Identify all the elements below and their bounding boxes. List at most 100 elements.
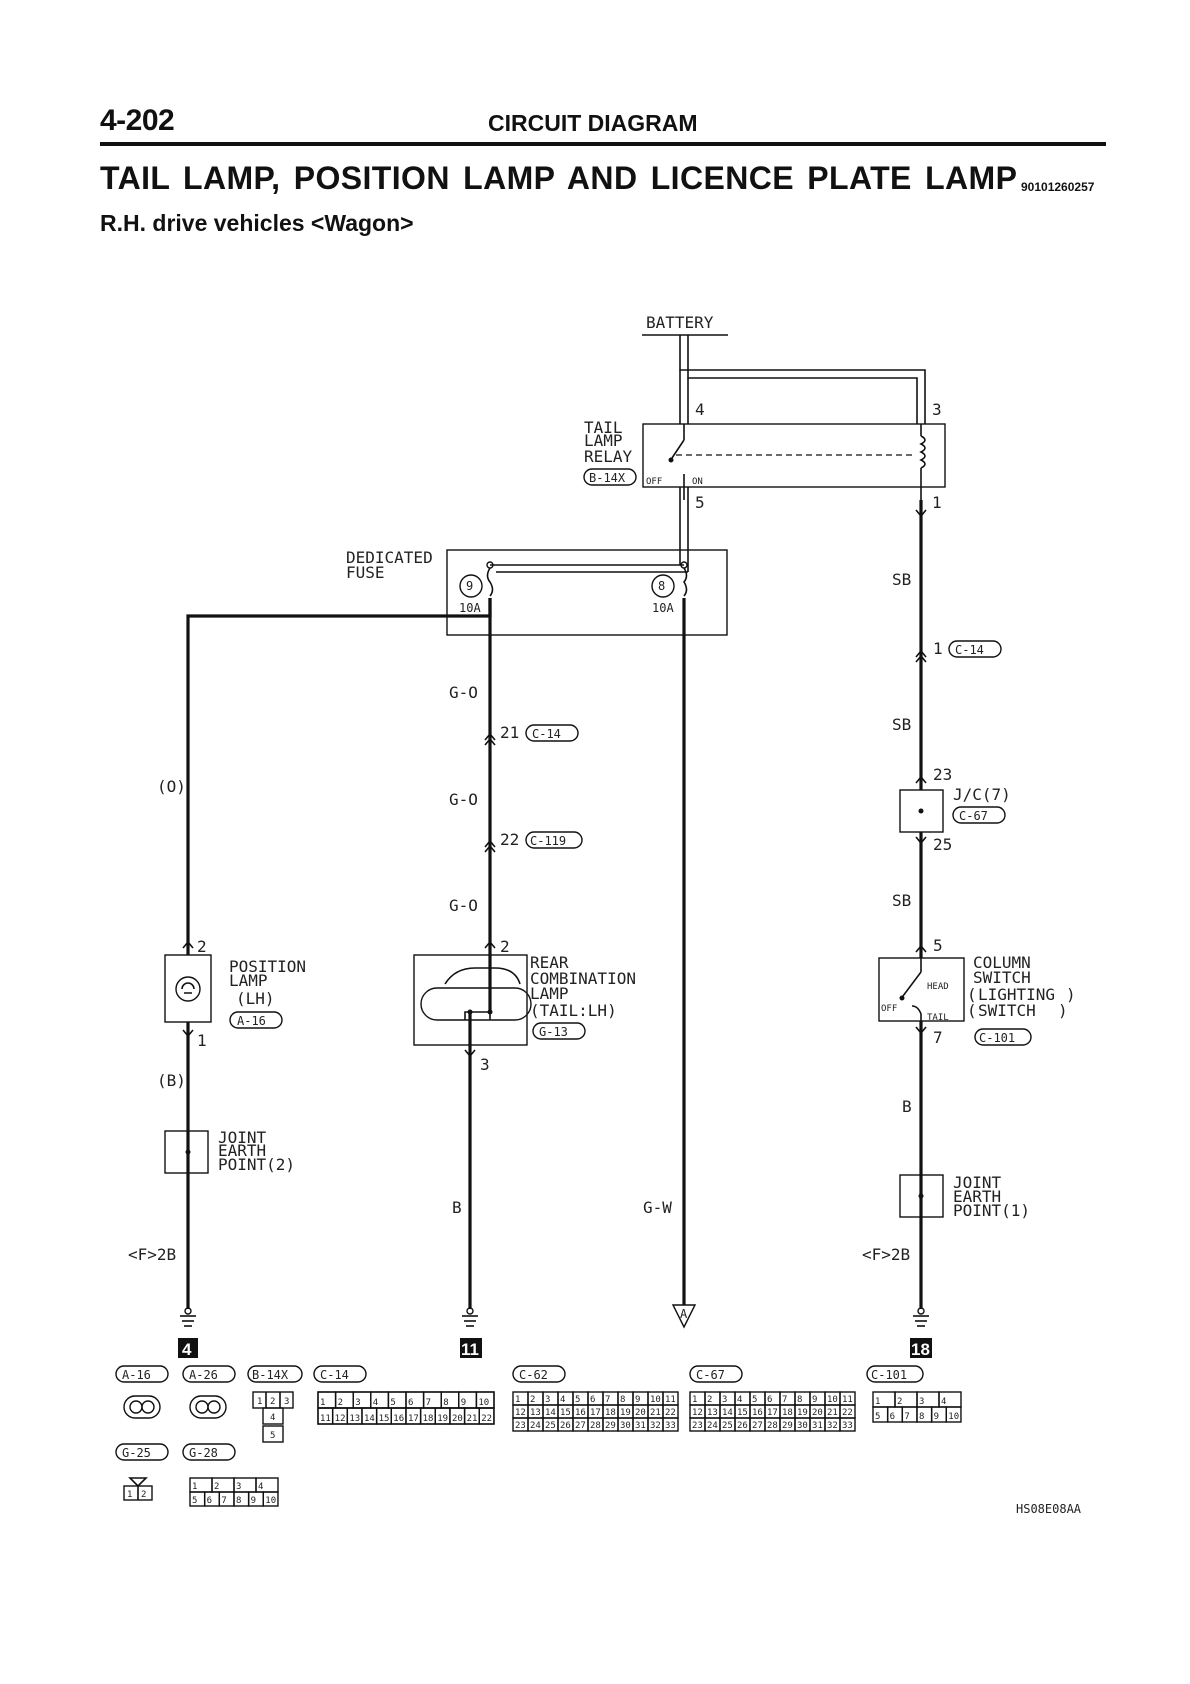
dedicated-fuse: DEDICATED FUSE 9 8 10A 10A <box>346 548 728 636</box>
legend-tag-c14: C-14 <box>320 1368 349 1382</box>
c67-legend-pin: 33 <box>842 1421 853 1431</box>
c62-legend-pin: 18 <box>605 1408 616 1418</box>
c14-legend-pin: 16 <box>393 1414 404 1424</box>
wire-gw: G-W <box>643 1198 672 1217</box>
ground-11: 11 <box>461 1340 479 1359</box>
pos-lamp-pin-1: 1 <box>197 1031 207 1050</box>
document-id: 90101260257 <box>1021 180 1095 194</box>
c101-legend-pin: 3 <box>919 1397 924 1407</box>
ground-18: 18 <box>911 1340 930 1359</box>
c62-legend-pin: 15 <box>560 1408 571 1418</box>
c62-legend-pin: 21 <box>650 1408 661 1418</box>
c62-legend-pin: 12 <box>515 1408 526 1418</box>
c67-legend-pin: 7 <box>782 1395 787 1405</box>
je2-label-3: POINT(2) <box>218 1155 295 1174</box>
fuse-label-2: FUSE <box>346 563 385 582</box>
c62-legend-pin: 3 <box>545 1395 550 1405</box>
battery: BATTERY <box>642 313 728 336</box>
col-switch-off: OFF <box>881 1004 897 1014</box>
c14-legend-pin: 10 <box>478 1398 489 1408</box>
svg-text:2: 2 <box>141 1490 146 1500</box>
c62-legend-pin: 20 <box>635 1408 646 1418</box>
wire-mid-1: G-O <box>449 683 478 702</box>
c14-legend-pin: 17 <box>408 1414 419 1424</box>
c62-legend-pin: 1 <box>515 1395 520 1405</box>
section-title: CIRCUIT DIAGRAM <box>488 110 698 136</box>
c101-legend-pin: 6 <box>890 1412 895 1422</box>
c62-legend-pin: 27 <box>575 1421 586 1431</box>
earth-ref-right: <F>2B <box>862 1245 910 1264</box>
c67-legend-pin: 8 <box>797 1395 802 1405</box>
c67-legend-pin: 1 <box>692 1395 697 1405</box>
c67-legend-pin: 30 <box>797 1421 808 1431</box>
c67-legend-pin: 23 <box>692 1421 703 1431</box>
wire-left-top: (O) <box>157 777 186 796</box>
c67-legend-pin: 5 <box>752 1395 757 1405</box>
c62-legend-pin: 2 <box>530 1395 535 1405</box>
wire-mid-2: G-O <box>449 790 478 809</box>
g28-legend-pin: 7 <box>221 1496 226 1506</box>
middle-branch: G-O 21 C-14 G-O 22 C-119 G-O 2 REAR COMB… <box>413 598 636 1359</box>
c67-legend-pin: 22 <box>842 1408 853 1418</box>
c67-legend-pin: 4 <box>737 1395 742 1405</box>
c14-legend-pin: 13 <box>349 1414 360 1424</box>
g28-legend-pin: 9 <box>251 1496 256 1506</box>
c14-legend-pin: 2 <box>338 1398 343 1408</box>
c14-mid-pin: 21 <box>500 723 519 742</box>
c101-legend-pin: 2 <box>897 1397 902 1407</box>
c62-legend-pin: 28 <box>590 1421 601 1431</box>
pos-lamp-label-3: (LH) <box>236 989 275 1008</box>
c14-legend-pin: 20 <box>452 1414 463 1424</box>
svg-text:1: 1 <box>257 1397 262 1407</box>
c67-legend-pin: 9 <box>812 1395 817 1405</box>
c67-legend-pin: 2 <box>707 1395 712 1405</box>
tail-lamp-relay: TAIL LAMP RELAY B-14X OFF ON 4 3 5 1 <box>583 400 946 512</box>
relay-to-fuse-wires <box>679 487 689 572</box>
je1-label-2: EARTH <box>953 1187 1001 1206</box>
c14-mid-connector: C-14 <box>532 727 561 741</box>
c14-legend-pin: 22 <box>481 1414 492 1424</box>
svg-text:2: 2 <box>270 1397 275 1407</box>
c67-legend-pin: 28 <box>767 1421 778 1431</box>
c62-legend-pin: 26 <box>560 1421 571 1431</box>
c101-legend-pin: 10 <box>948 1412 959 1422</box>
g28-legend-pin: 10 <box>265 1496 276 1506</box>
connector-legend: A-16 A-26 B-14X C-14 C-62 C-67 C-101 1 2… <box>115 1365 962 1507</box>
relay-label-2: LAMP <box>584 431 623 450</box>
relay-label-1: TAIL <box>584 418 623 437</box>
relay-pin-3: 3 <box>932 400 942 419</box>
c14-legend-pin: 6 <box>408 1398 413 1408</box>
relay-pin-4: 4 <box>695 400 705 419</box>
c67-legend-pin: 14 <box>722 1408 733 1418</box>
je1-label-3: POINT(1) <box>953 1201 1030 1220</box>
c14-legend-pin: 9 <box>461 1398 466 1408</box>
battery-label: BATTERY <box>646 313 714 332</box>
relay-on-label: ON <box>692 477 703 487</box>
c14-legend-pin: 14 <box>364 1414 375 1424</box>
g28-legend-pin: 1 <box>192 1482 197 1492</box>
earth-ref-left: <F>2B <box>128 1245 176 1264</box>
c62-legend-cell <box>662 1417 679 1432</box>
fuse-9-number: 9 <box>466 579 473 593</box>
fuse-8-rating: 10A <box>652 601 674 615</box>
c67-legend-pin: 32 <box>827 1421 838 1431</box>
col-switch-tail: TAIL <box>927 1013 949 1023</box>
c119-pin: 22 <box>500 830 519 849</box>
c14-legend-pin: 5 <box>390 1398 395 1408</box>
col-switch-pin-5: 5 <box>933 936 943 955</box>
fuse-label-1: DEDICATED <box>346 548 433 567</box>
c67-legend-pin: 25 <box>722 1421 733 1431</box>
relay-pin-1: 1 <box>932 493 942 512</box>
c62-legend-pin: 10 <box>650 1395 661 1405</box>
col-switch-pin-7: 7 <box>933 1028 943 1047</box>
c62-legend-pin: 24 <box>530 1421 541 1431</box>
col-switch-label-4: SWITCH <box>978 1001 1036 1020</box>
g28-legend-pin: 6 <box>207 1496 212 1506</box>
g28-legend-pin: 3 <box>236 1482 241 1492</box>
c67-legend-pin: 18 <box>782 1408 793 1418</box>
rear-lamp-label-4: (TAIL:LH) <box>530 1001 617 1020</box>
g28-legend-pin: 8 <box>236 1496 241 1506</box>
c67-legend-pin: 24 <box>707 1421 718 1431</box>
c67-legend-pin: 31 <box>812 1421 823 1431</box>
